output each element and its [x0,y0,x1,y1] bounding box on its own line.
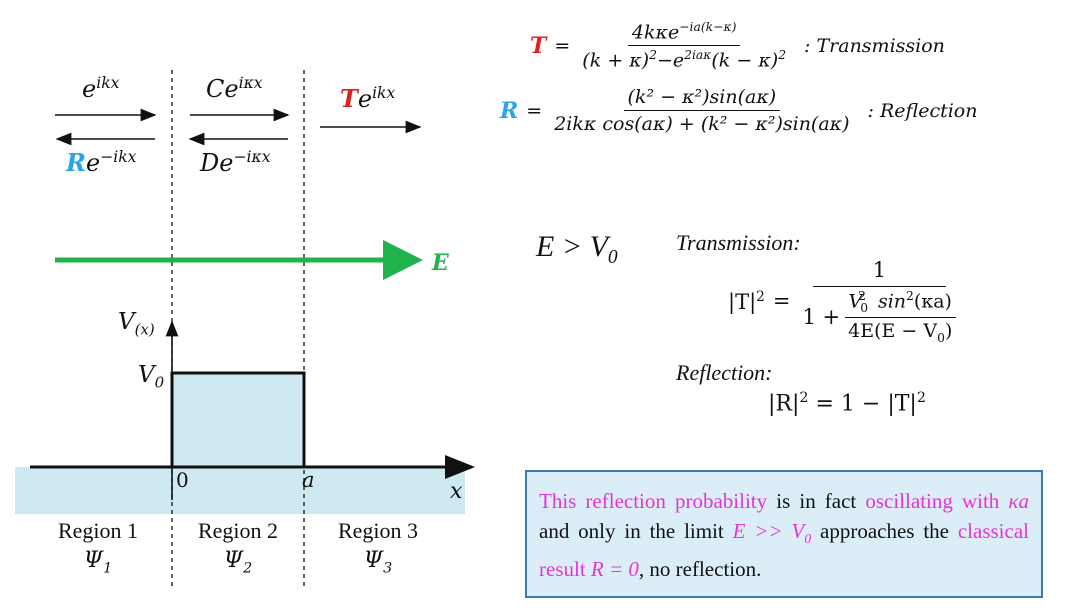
reflection-heading: Reflection: [676,360,773,385]
ground-band [15,467,465,514]
energy-condition: E > V0 [536,230,618,268]
limit-note-box: This reflection probability is in fact o… [525,470,1043,598]
region-1-name: Region 1 [57,518,139,543]
region-2: Region 2 Ψ2 [178,516,298,583]
potential-barrier [172,373,304,467]
transmission-equation: T = 4kκe−ia(k−κ) (k + κ)2−e2iaκ(k − κ)2 … [530,20,945,72]
note-highlight-2: oscillating with [865,489,1009,513]
incident-wave-label: eikx [82,74,120,103]
v-axis-label: V(x) [118,309,155,339]
energy-label: E [432,250,449,276]
region-1-psi: Ψ1 [83,548,113,577]
transmission-heading: Transmission: [676,230,801,255]
transmitted-wave-label: Teikx [340,84,396,113]
scattering-diagram [15,70,475,590]
x-axis-label: x [450,479,463,504]
region-2-psi: Ψ2 [223,548,253,577]
reflected-wave-label: Re−ikx [66,148,137,177]
inside-backward-wave-label: De−iκx [200,148,271,177]
region-3-name: Region 3 [337,518,419,543]
region-3: Region 3 Ψ3 [318,516,438,583]
note-highlight-1: This reflection probability [539,489,768,513]
width-label: a [302,468,315,492]
region-3-psi: Ψ3 [363,548,393,577]
v0-label: V0 [138,362,165,392]
origin-label: 0 [176,468,189,492]
region-2-name: Region 2 [197,518,279,543]
reflection-equation: R = (k² − κ²)sin(aκ) 2ikκ cos(aκ) + (k² … [500,86,978,135]
note-limit: E >> V0 [732,519,812,547]
reflection-probability: |R|2 = 1 − |T|2 [768,390,926,417]
region-1: Region 1 Ψ1 [38,516,158,583]
inside-forward-wave-label: Ceiκx [206,74,263,103]
